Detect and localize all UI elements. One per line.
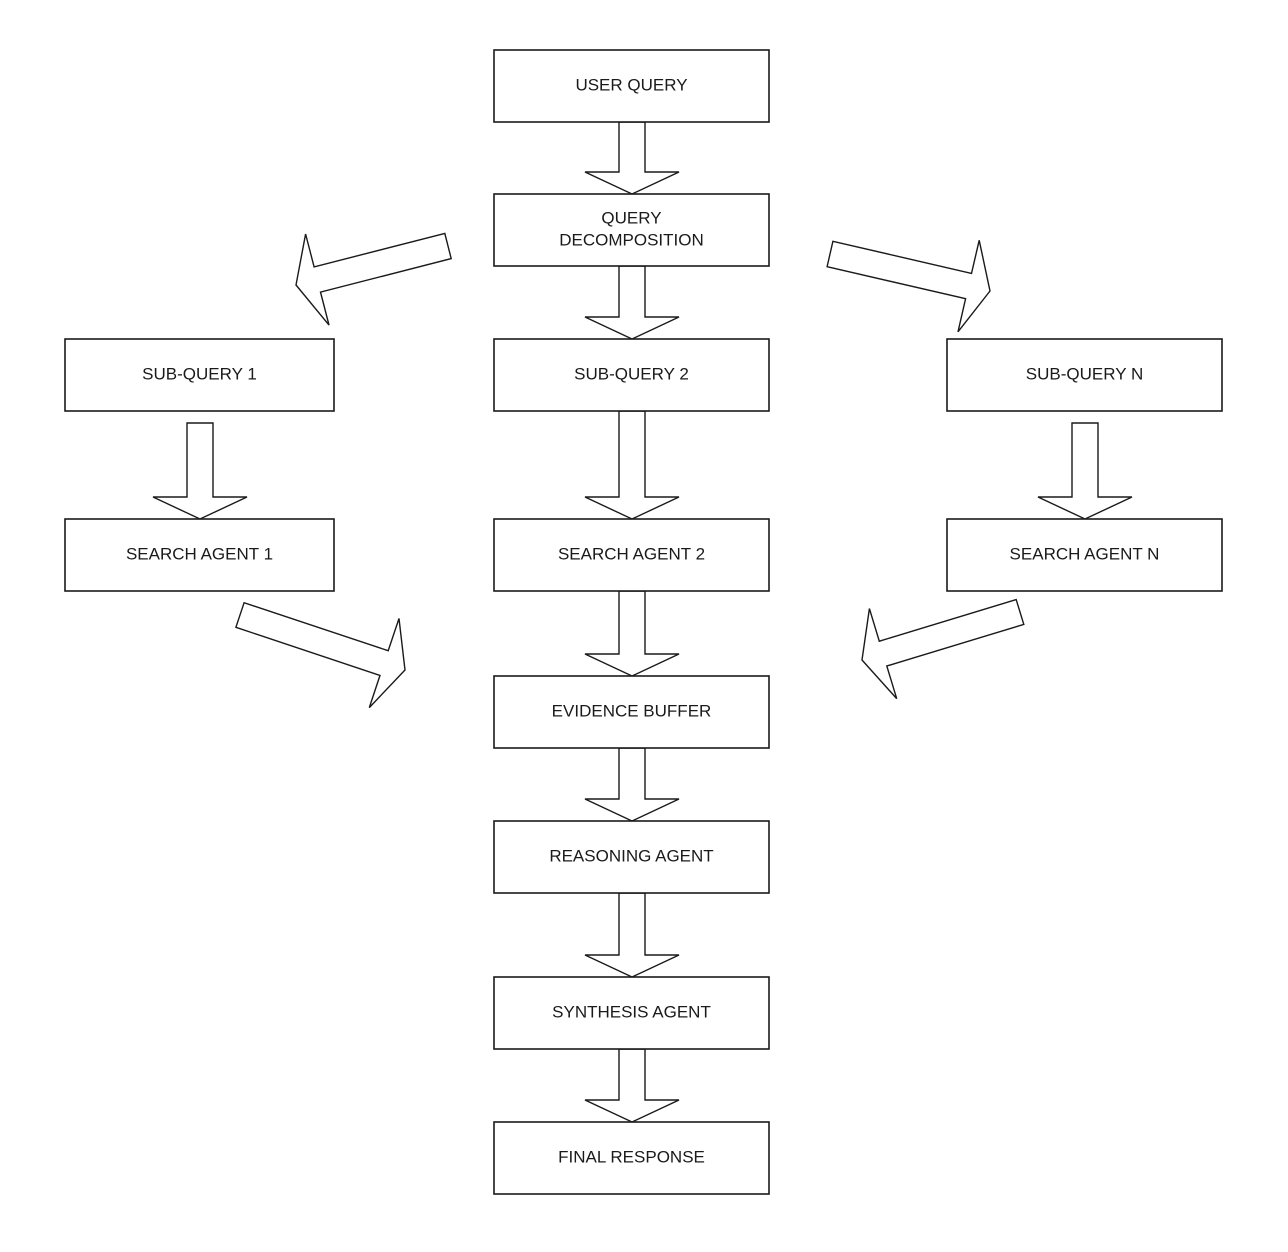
- node-label: SYNTHESIS AGENT: [552, 1002, 711, 1021]
- node-sub-query-1: SUB-QUERY 1: [64, 338, 335, 412]
- arrow-reasoning-agent-to-synthesis-agent: [584, 892, 680, 978]
- node-box: [493, 193, 770, 267]
- arrow-sub-query-2-to-search-agent-2: [584, 410, 680, 520]
- node-sub-query-2: SUB-QUERY 2: [493, 338, 770, 412]
- node-sub-query-n: SUB-QUERY N: [946, 338, 1223, 412]
- node-box: [493, 820, 770, 894]
- arrow-synthesis-agent-to-final-response: [584, 1048, 680, 1123]
- arrow-user-query-to-query-decomposition: [584, 121, 680, 195]
- arrow-search-agent-n-to-evidence-buffer: [861, 598, 1025, 700]
- node-box: [493, 338, 770, 412]
- node-box: [946, 338, 1223, 412]
- node-box: [493, 976, 770, 1050]
- node-label: SEARCH AGENT N: [1010, 544, 1160, 563]
- node-label: SUB-QUERY N: [1026, 364, 1143, 383]
- node-box: [64, 338, 335, 412]
- node-synthesis-agent: SYNTHESIS AGENT: [493, 976, 770, 1050]
- node-evidence-buffer: EVIDENCE BUFFER: [493, 675, 770, 749]
- node-label: FINAL RESPONSE: [558, 1147, 705, 1166]
- arrows-layer: [152, 121, 1133, 1123]
- node-box: [493, 675, 770, 749]
- node-label: EVIDENCE BUFFER: [552, 701, 712, 720]
- node-label: QUERY: [601, 208, 661, 227]
- node-box: [64, 518, 335, 592]
- arrow-search-agent-2-to-evidence-buffer: [584, 590, 680, 677]
- node-final-response: FINAL RESPONSE: [493, 1121, 770, 1195]
- arrow-query-decomposition-to-sub-query-2: [584, 265, 680, 340]
- node-label: SUB-QUERY 1: [142, 364, 257, 383]
- node-label: SUB-QUERY 2: [574, 364, 689, 383]
- arrow-sub-query-n-to-search-agent-n: [1037, 422, 1133, 520]
- node-user-query: USER QUERY: [493, 49, 770, 123]
- arrow-search-agent-1-to-evidence-buffer: [235, 601, 406, 709]
- node-search-agent-1: SEARCH AGENT 1: [64, 518, 335, 592]
- node-reasoning-agent: REASONING AGENT: [493, 820, 770, 894]
- node-label: SEARCH AGENT 2: [558, 544, 705, 563]
- node-box: [493, 49, 770, 123]
- node-box: [493, 1121, 770, 1195]
- node-search-agent-n: SEARCH AGENT N: [946, 518, 1223, 592]
- node-query-decomposition: QUERY DECOMPOSITION: [493, 193, 770, 267]
- node-label: DECOMPOSITION: [559, 230, 704, 249]
- node-label: USER QUERY: [575, 75, 687, 94]
- node-box: [493, 518, 770, 592]
- arrow-query-decomposition-to-sub-query-1: [295, 232, 453, 326]
- node-label: SEARCH AGENT 1: [126, 544, 273, 563]
- boxes-layer: USER QUERY QUERY DECOMPOSITION SUB-QUERY 1 S…: [64, 49, 1223, 1195]
- node-label: REASONING AGENT: [549, 846, 713, 865]
- node-search-agent-2: SEARCH AGENT 2: [493, 518, 770, 592]
- arrow-query-decomposition-to-sub-query-n: [826, 240, 991, 333]
- arrow-evidence-buffer-to-reasoning-agent: [584, 747, 680, 822]
- node-box: [946, 518, 1223, 592]
- arrow-sub-query-1-to-search-agent-1: [152, 422, 248, 520]
